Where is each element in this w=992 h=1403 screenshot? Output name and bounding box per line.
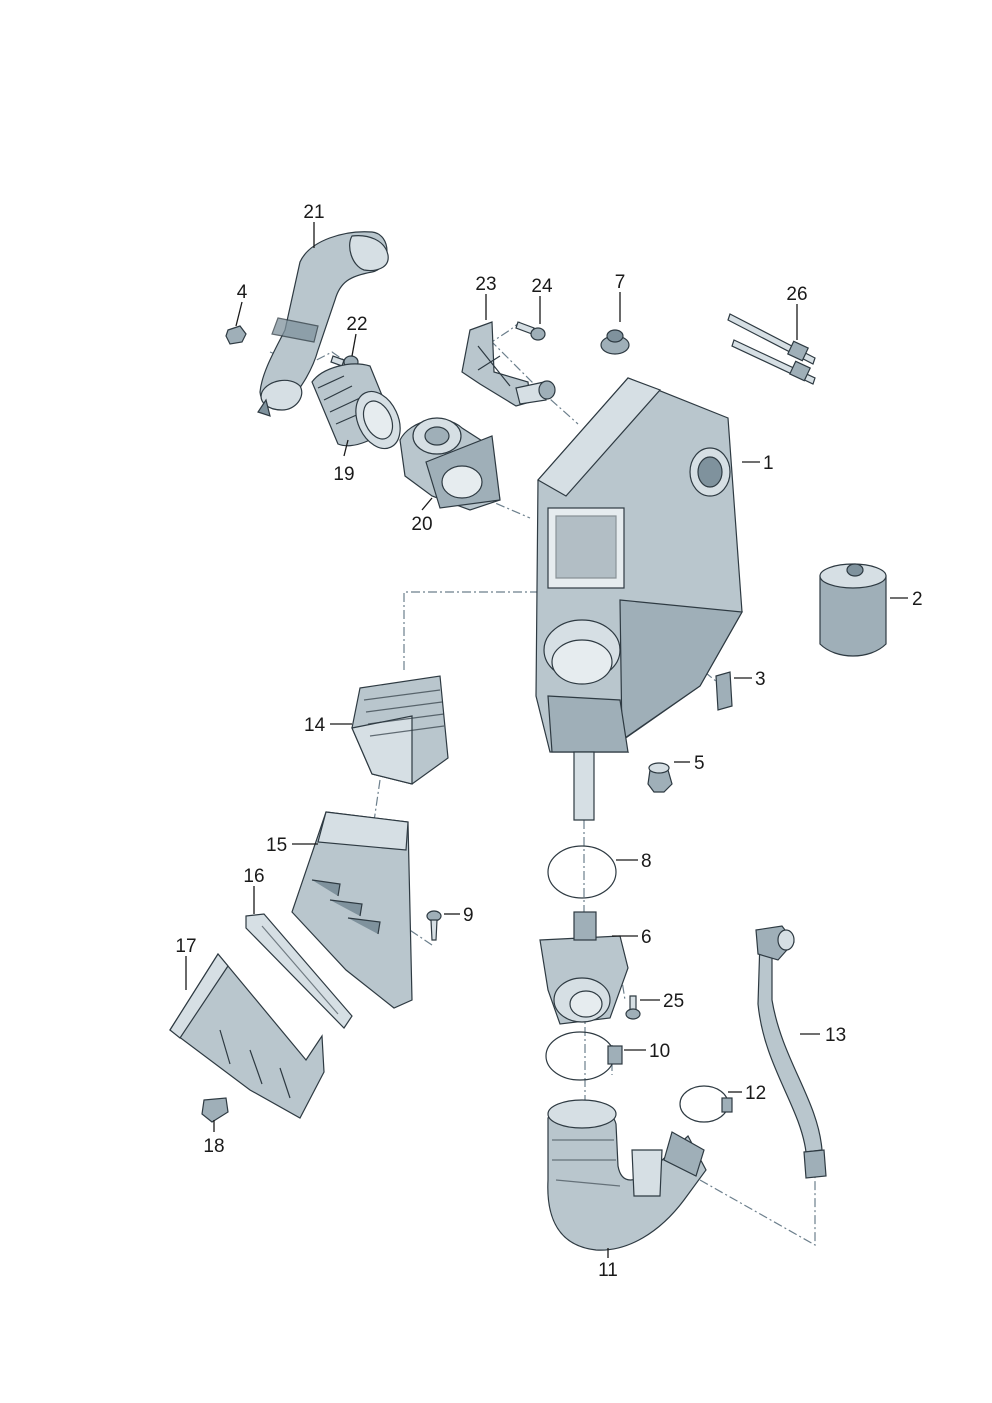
part-16-seal-frame[interactable] bbox=[245, 913, 353, 1029]
part-3-clip[interactable] bbox=[715, 671, 733, 711]
part-17-air-guide[interactable] bbox=[169, 952, 325, 1119]
part-21-intake-pipe[interactable] bbox=[257, 231, 389, 417]
part-2-filter-element[interactable] bbox=[819, 563, 887, 657]
callout-13: 13 bbox=[825, 1025, 846, 1046]
callout-24: 24 bbox=[531, 276, 553, 297]
callout-20: 20 bbox=[411, 514, 432, 535]
callout-11: 11 bbox=[598, 1260, 618, 1281]
leader-lines bbox=[185, 222, 908, 1258]
callout-1: 1 bbox=[763, 453, 774, 474]
callout-9: 9 bbox=[463, 905, 474, 926]
callout-17: 17 bbox=[175, 936, 196, 957]
part-13-breather-hose[interactable] bbox=[755, 925, 827, 1179]
callout-21: 21 bbox=[303, 202, 324, 223]
part-11-intake-hose[interactable] bbox=[547, 1099, 707, 1251]
callout-26: 26 bbox=[786, 284, 807, 305]
callout-5: 5 bbox=[694, 753, 705, 774]
callout-6: 6 bbox=[641, 927, 652, 948]
part-1-air-filter-housing[interactable] bbox=[535, 377, 743, 821]
callout-19: 19 bbox=[333, 464, 354, 485]
part-10-hose-clamp[interactable] bbox=[545, 1031, 623, 1081]
part-6-air-mass-meter[interactable] bbox=[539, 911, 629, 1025]
part-8-o-ring[interactable] bbox=[547, 845, 617, 899]
callout-7: 7 bbox=[615, 272, 626, 293]
part-24-screw[interactable] bbox=[515, 321, 546, 341]
callout-8: 8 bbox=[641, 851, 652, 872]
part-20-adapter-housing[interactable] bbox=[399, 417, 501, 511]
part-12-hose-clamp[interactable] bbox=[679, 1085, 733, 1123]
bracket-pin bbox=[515, 380, 556, 405]
callout-16: 16 bbox=[243, 866, 264, 887]
callout-18: 18 bbox=[203, 1136, 224, 1157]
assembly-lines bbox=[269, 321, 816, 1247]
part-5-plug[interactable] bbox=[647, 762, 673, 793]
part-25-screw[interactable] bbox=[625, 995, 641, 1020]
part-14-intake-bellows[interactable] bbox=[351, 675, 449, 785]
part-18-clip[interactable] bbox=[201, 1097, 229, 1123]
part-26-cable-ties[interactable] bbox=[727, 313, 816, 385]
part-19-bellows[interactable] bbox=[311, 363, 409, 456]
callout-4: 4 bbox=[237, 282, 248, 303]
callout-10: 10 bbox=[649, 1041, 670, 1062]
callout-23: 23 bbox=[475, 274, 496, 295]
callout-3: 3 bbox=[755, 669, 766, 690]
callout-14: 14 bbox=[304, 715, 326, 736]
part-15-air-duct[interactable] bbox=[291, 811, 413, 1009]
callout-25: 25 bbox=[663, 991, 684, 1012]
callout-15: 15 bbox=[266, 835, 287, 856]
callout-12: 12 bbox=[745, 1083, 766, 1104]
callout-labels: 21 4 22 19 20 23 24 7 26 1 2 3 5 8 6 9 2… bbox=[175, 202, 922, 1281]
part-9-screw[interactable] bbox=[426, 910, 442, 941]
part-4-clip[interactable] bbox=[225, 325, 247, 345]
callout-22: 22 bbox=[346, 314, 367, 335]
part-7-grommet[interactable] bbox=[600, 329, 630, 355]
callout-2: 2 bbox=[912, 589, 923, 610]
